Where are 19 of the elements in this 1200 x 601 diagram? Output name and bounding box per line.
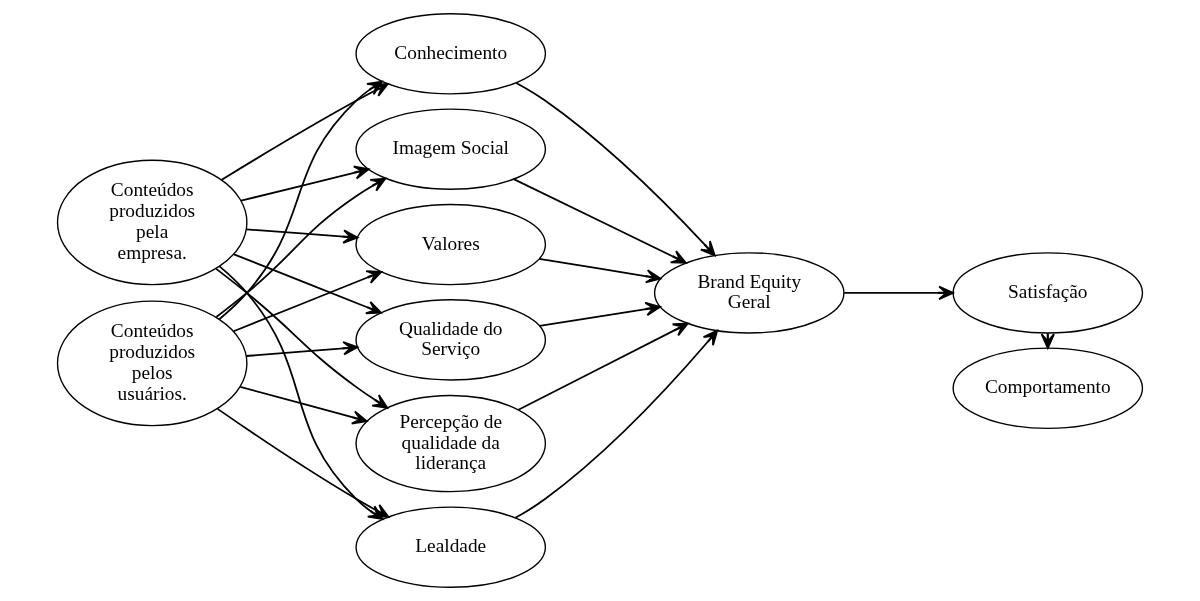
arrow xyxy=(240,165,370,202)
arrow xyxy=(215,268,389,409)
arrow xyxy=(232,270,383,333)
arrow xyxy=(512,178,687,264)
node-ellipse: Comportamento xyxy=(952,347,1144,430)
arrow xyxy=(514,329,719,519)
arrow xyxy=(245,341,359,357)
arrow xyxy=(517,322,689,411)
arrow xyxy=(843,285,954,300)
arrow xyxy=(215,177,387,318)
arrow xyxy=(245,228,359,244)
arrow xyxy=(538,257,662,284)
arrow xyxy=(233,253,382,315)
arrow xyxy=(538,302,661,327)
arrow xyxy=(515,82,716,257)
node-ellipse: Conteúdos produzidos pela empresa. xyxy=(56,159,248,286)
arrow xyxy=(239,386,368,425)
node-ellipse: Conteúdos produzidos pelos usuários. xyxy=(56,300,248,427)
arrow xyxy=(218,80,383,321)
